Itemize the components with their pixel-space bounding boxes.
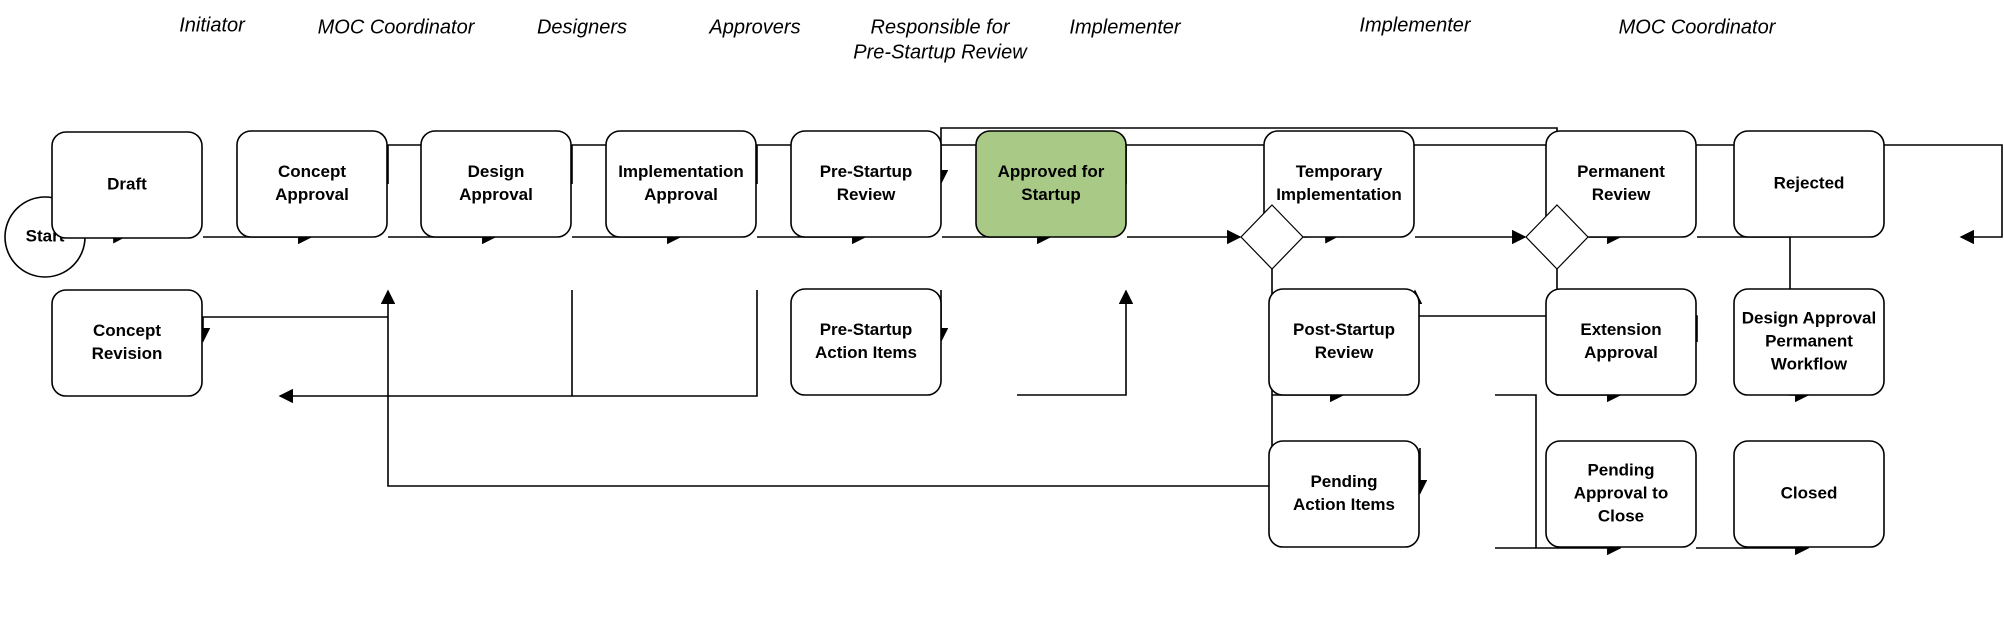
state-label: Permanent <box>1577 162 1665 181</box>
state-label: Temporary <box>1296 162 1383 181</box>
state-label: Startup <box>1021 185 1081 204</box>
state-label: Review <box>1592 185 1651 204</box>
state-label: Pre-Startup <box>820 162 913 181</box>
state-label: Approval <box>644 185 718 204</box>
state-draft: Draft <box>51 131 203 239</box>
state-closed: Closed <box>1733 440 1885 548</box>
state-label: Pending <box>1587 460 1654 479</box>
design-impl-to-revision <box>278 290 758 404</box>
role-label-pre-startup-responsible: Responsible for <box>871 16 1011 38</box>
state-label: Closed <box>1781 483 1838 502</box>
role-label-approvers: Approvers <box>708 16 800 38</box>
state-label: Permanent <box>1765 331 1853 350</box>
state-label: Workflow <box>1771 354 1848 373</box>
role-label-designers: Designers <box>537 16 627 38</box>
state-label: Concept <box>93 321 161 340</box>
state-label: Close <box>1598 506 1644 525</box>
role-label-initiator: Initiator <box>179 14 246 36</box>
state-label: Approval <box>459 185 533 204</box>
actionitems-to-approved <box>1017 289 1134 396</box>
state-label: Implementation <box>618 162 744 181</box>
gateway-after-temporary-diamond <box>1525 204 1589 270</box>
poststartup-to-pending-close <box>1495 394 1622 556</box>
concept-to-revision <box>195 316 388 343</box>
state-label: Post-Startup <box>1293 320 1395 339</box>
role-label-implementer-1: Implementer <box>1069 16 1181 38</box>
state-label: Pre-Startup <box>820 320 913 339</box>
role-label-moc-coordinator-1: MOC Coordinator <box>318 16 476 38</box>
state-label: Approval to <box>1574 483 1668 502</box>
state-label: Revision <box>92 344 163 363</box>
state-label: Design Approval <box>1742 308 1876 327</box>
state-label: Implementation <box>1276 185 1402 204</box>
state-label: Review <box>837 185 896 204</box>
state-label: Pending <box>1310 472 1377 491</box>
state-label: Draft <box>107 174 147 193</box>
state-label: Approval <box>1584 343 1658 362</box>
role-label-implementer-2: Implementer <box>1359 14 1471 36</box>
state-label: Rejected <box>1774 173 1845 192</box>
role-label-pre-startup-responsible: Pre-Startup Review <box>853 41 1028 63</box>
state-label: Design <box>468 162 525 181</box>
role-label-moc-coordinator-2: MOC Coordinator <box>1619 16 1777 38</box>
gateway-after-startup-diamond <box>1240 204 1304 270</box>
state-label: Review <box>1315 343 1374 362</box>
state-label: Concept <box>278 162 346 181</box>
state-label: Approval <box>275 185 349 204</box>
reject-line-top <box>387 144 2003 245</box>
state-label: Action Items <box>1293 495 1395 514</box>
role-labels: Initiator MOC Coordinator Designers Approve… <box>179 14 1776 63</box>
state-label: Approved for <box>998 162 1105 181</box>
workflow-states: StartDraftConceptApprovalDesignApprovalI… <box>4 130 1885 548</box>
state-label: Extension <box>1580 320 1661 339</box>
state-label: Action Items <box>815 343 917 362</box>
state-rejected: Rejected <box>1733 130 1885 238</box>
